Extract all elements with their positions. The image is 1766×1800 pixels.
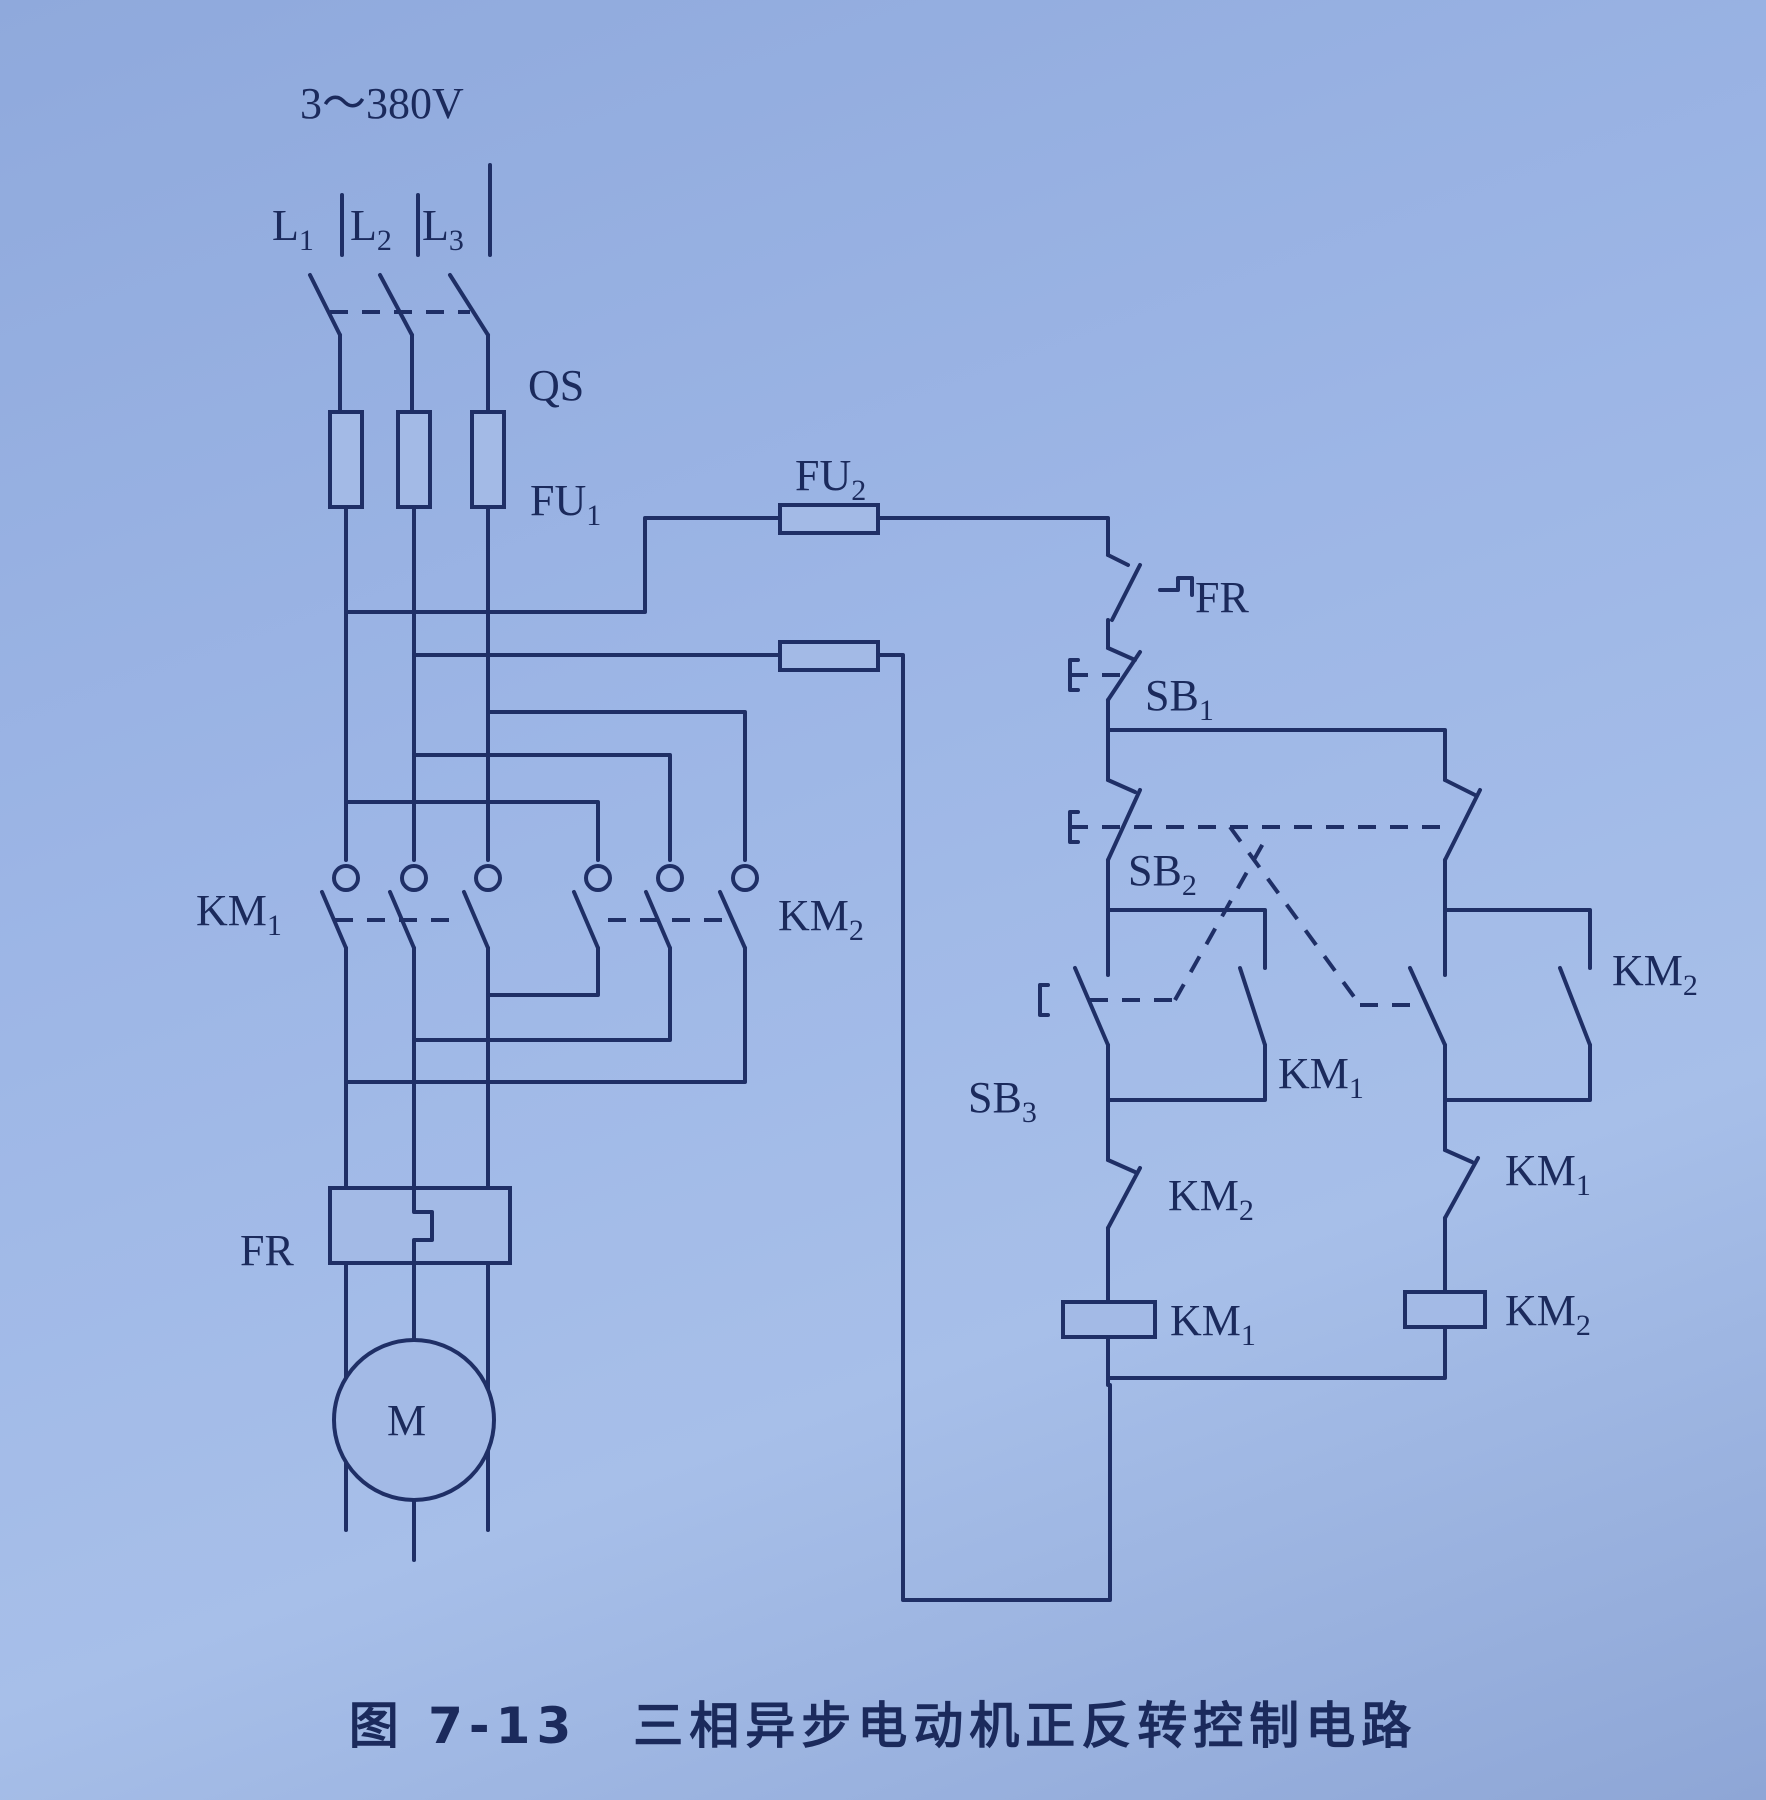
qs-label: QS bbox=[528, 361, 584, 410]
qs-knife-switch bbox=[308, 273, 490, 412]
phase-lines bbox=[344, 505, 490, 862]
km2-main-contacts bbox=[572, 890, 747, 950]
km2-aux-contact bbox=[1443, 958, 1592, 1102]
km1-coil bbox=[1061, 1300, 1157, 1387]
mechanical-interlock-links bbox=[1090, 825, 1410, 1007]
right-aux-bus bbox=[1443, 908, 1592, 962]
km1-coil-label: KM1 bbox=[1170, 1296, 1256, 1352]
supply-voltage-label: 3～380V bbox=[300, 79, 464, 128]
km2-coil-label: KM2 bbox=[1505, 1286, 1591, 1342]
km2-reversing-input-wiring bbox=[344, 710, 747, 862]
motor-label: M bbox=[387, 1396, 426, 1445]
km1-main-contacts bbox=[320, 890, 490, 950]
sb2-no-contact-right bbox=[1408, 953, 1447, 1102]
phase-terminal-bars bbox=[340, 163, 492, 257]
phase-label-l2: L2 bbox=[350, 201, 392, 257]
sb2-compound-button bbox=[1068, 778, 1440, 957]
branch-bus-top bbox=[1106, 728, 1447, 782]
km1-aux-contact bbox=[1106, 958, 1267, 1102]
sb2-label: SB2 bbox=[1128, 846, 1197, 902]
figure-caption: 图 7-13 三相异步电动机正反转控制电路 bbox=[348, 1697, 1418, 1755]
left-aux-bus bbox=[1106, 908, 1267, 962]
fr-main-label: FR bbox=[240, 1226, 294, 1275]
km2-aux-label: KM2 bbox=[1612, 946, 1698, 1002]
fu1-label: FU1 bbox=[530, 476, 601, 532]
km2-coil bbox=[1108, 1290, 1487, 1380]
sb3-start-button bbox=[1038, 953, 1110, 1102]
km1-aux-label: KM1 bbox=[1278, 1049, 1364, 1105]
km2-interlock-label: KM2 bbox=[1168, 1171, 1254, 1227]
sb1-label: SB1 bbox=[1145, 671, 1214, 727]
sb3-label: SB3 bbox=[968, 1073, 1037, 1129]
sb3-nc-contact-right bbox=[1443, 778, 1482, 957]
km1-main-label: KM1 bbox=[196, 886, 282, 942]
km2-interlock-contact bbox=[1106, 1098, 1142, 1304]
fr-nc-contact bbox=[1106, 553, 1194, 622]
km1-interlock-label: KM1 bbox=[1505, 1146, 1591, 1202]
phase-label-l3: L3 bbox=[422, 201, 464, 257]
phase-label-l1: L1 bbox=[272, 201, 314, 257]
km1-interlock-contact bbox=[1443, 1098, 1480, 1294]
fu2-label: FU2 bbox=[795, 451, 866, 507]
control-supply-wiring: FU2 bbox=[344, 451, 1112, 1602]
motor bbox=[332, 1338, 496, 1502]
fr-thermal-element bbox=[328, 1186, 512, 1265]
contactor-terminals bbox=[332, 864, 759, 892]
km2-main-label: KM2 bbox=[778, 891, 864, 947]
sb1-stop-button bbox=[1068, 618, 1142, 782]
fr-ctrl-label: FR bbox=[1195, 573, 1249, 622]
fu1-fuses bbox=[328, 410, 506, 509]
